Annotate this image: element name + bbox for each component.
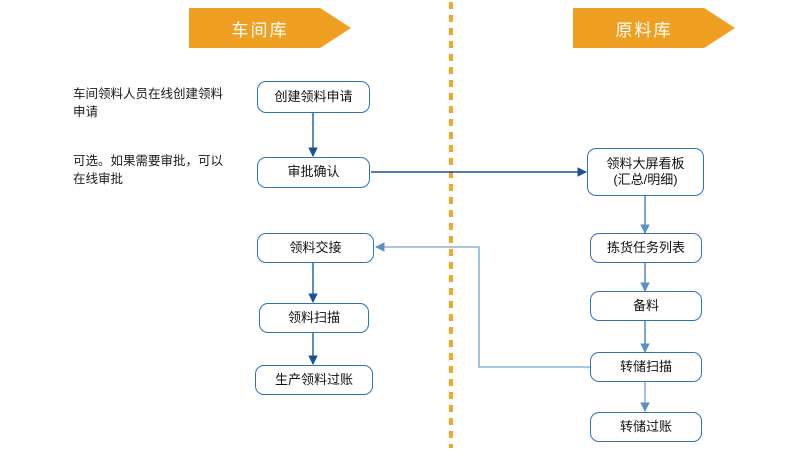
annotation-create-request: 车间领料人员在线创建领料申请	[73, 87, 224, 120]
lane-banner-workshop[interactable]: 车间库	[189, 8, 351, 48]
node-production-posting[interactable]: 生产领料过账	[255, 365, 373, 395]
node-material-handover[interactable]: 领料交接	[257, 233, 374, 263]
node-picking-task-list[interactable]: 拣货任务列表	[590, 233, 702, 263]
edge-transfer-to-handover	[375, 242, 592, 368]
node-transfer-posting[interactable]: 转储过账	[590, 412, 702, 442]
lane-banner-material[interactable]: 原料库	[573, 8, 735, 48]
node-prepare-material[interactable]: 备料	[590, 291, 702, 321]
lane-banner-material-label: 原料库	[615, 20, 673, 40]
lane-banner-workshop-label: 车间库	[231, 20, 289, 40]
node-transfer-scan[interactable]: 转储扫描	[590, 352, 702, 382]
annotation-optional-approval: 可选。如果需要审批，可以在线审批	[73, 154, 224, 187]
node-approval-confirm[interactable]: 审批确认	[257, 157, 370, 188]
node-material-dashboard[interactable]: 领料大屏看板 (汇总/明细)	[587, 148, 704, 196]
node-create-request[interactable]: 创建领料申请	[257, 81, 370, 113]
node-material-scan[interactable]: 领料扫描	[259, 303, 369, 333]
